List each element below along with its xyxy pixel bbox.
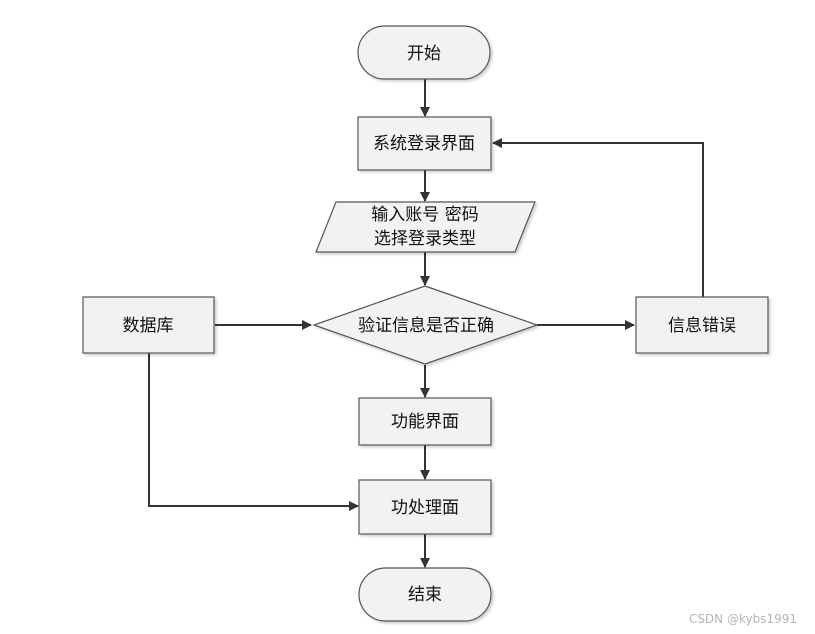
watermark: CSDN @kybs1991: [688, 612, 797, 626]
arrow-error-to-login: [492, 138, 704, 297]
login-node: 系统登录界面: [357, 116, 492, 171]
end-label: 结束: [408, 585, 442, 605]
processing-label: 功处理面: [391, 498, 459, 518]
start-label: 开始: [407, 44, 441, 64]
connectors: [148, 79, 704, 568]
verify-label: 验证信息是否正确: [358, 316, 494, 336]
input-node: 输入账号 密码 选择登录类型: [315, 201, 536, 253]
database-node: 数据库: [82, 296, 215, 354]
end-node: 结束: [358, 567, 492, 622]
function-node: 功能界面: [358, 397, 492, 446]
processing-node: 功处理面: [358, 479, 492, 535]
function-label: 功能界面: [391, 412, 459, 432]
error-label: 信息错误: [668, 316, 736, 336]
arrow-database-to-processing: [148, 353, 359, 511]
input-label-line2: 选择登录类型: [374, 229, 476, 249]
login-label: 系统登录界面: [373, 134, 475, 154]
database-label: 数据库: [123, 316, 174, 336]
error-node: 信息错误: [635, 296, 769, 354]
verify-node: 验证信息是否正确: [312, 285, 539, 365]
input-label-line1: 输入账号 密码: [371, 205, 478, 225]
start-node: 开始: [357, 25, 491, 80]
